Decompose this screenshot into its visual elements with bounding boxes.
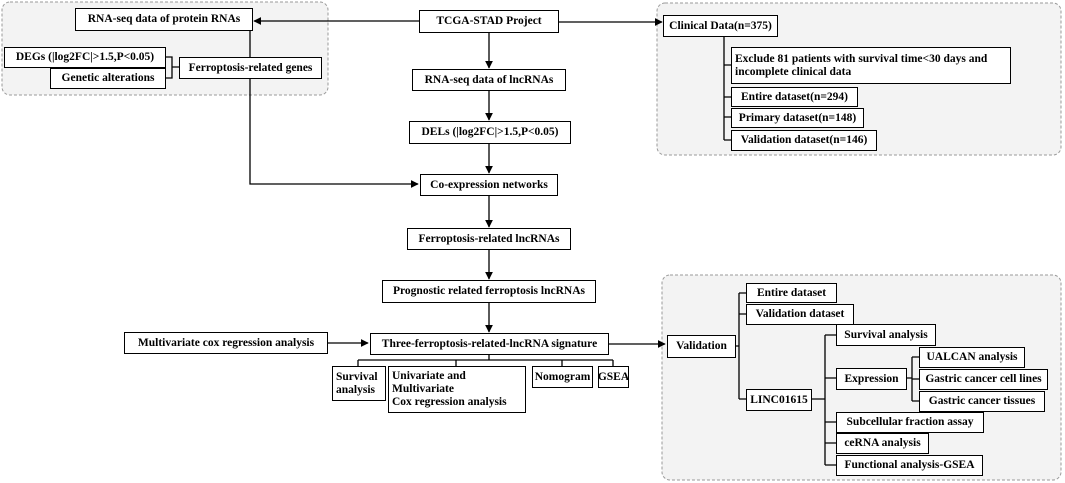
node-label: LINC01615 <box>750 393 808 406</box>
node-label: DELs (|log2FC|>1.5,P<0.05) <box>421 126 559 138</box>
bracket-linc <box>811 334 836 466</box>
node-linc01615: LINC01615 <box>746 389 812 411</box>
node-label: Gastric cancer cell lines <box>925 373 1042 385</box>
node-primary-dataset: Primary dataset(n=148) <box>731 108 864 128</box>
node-label-line: Univariate and <box>392 370 466 382</box>
node-label: Functional analysis-GSEA <box>844 459 975 471</box>
node-ualcan: UALCAN analysis <box>919 347 1025 368</box>
node-lnc-rnaseq: RNA-seq data of lncRNAs <box>412 69 566 91</box>
node-validation-dataset: Validation dataset <box>746 304 854 325</box>
node-cell-lines: Gastric cancer cell lines <box>919 369 1048 390</box>
node-label: Ferroptosis-related genes <box>188 61 313 74</box>
node-label-line: Multivariate <box>392 383 454 395</box>
node-label: GSEA <box>597 370 630 383</box>
bracket-expression <box>906 356 919 402</box>
bracket-signature-analyses <box>357 354 614 366</box>
node-multivariate-cox: Multivariate cox regression analysis <box>124 332 328 354</box>
node-protein-rnaseq: RNA-seq data of protein RNAs <box>75 8 253 31</box>
node-label: UALCAN analysis <box>926 351 1018 363</box>
node-label-line: Survival <box>336 370 378 383</box>
arrow-genes-to-coexpression <box>249 78 419 188</box>
node-tissues: Gastric cancer tissues <box>919 391 1045 412</box>
node-entire-dataset: Entire dataset <box>746 283 837 303</box>
node-label: TCGA-STAD Project <box>436 15 542 27</box>
node-coexpression: Co-expression networks <box>420 174 558 196</box>
node-label: Expression <box>844 372 899 385</box>
bracket-validation <box>735 292 746 400</box>
node-gsea: GSEA <box>598 366 629 388</box>
node-label: Three-ferroptosis-related-lncRNA signatu… <box>381 337 598 350</box>
node-label: ceRNA analysis <box>844 437 921 449</box>
node-clinical-data: Clinical Data(n=375) <box>663 15 778 37</box>
node-label: Co-expression networks <box>430 178 548 191</box>
node-label: Survival analysis <box>844 328 928 341</box>
node-label: Entire dataset(n=294) <box>741 90 848 103</box>
node-label: RNA-seq data of lncRNAs <box>424 73 554 86</box>
node-label: Genetic alterations <box>61 72 155 84</box>
node-label: Primary dataset(n=148) <box>738 111 857 124</box>
node-label: DEGs (|log2FC|>1.5,P<0.05) <box>15 51 155 63</box>
node-ferroptosis-genes: Ferroptosis-related genes <box>179 57 322 79</box>
node-label: Validation dataset <box>755 308 845 320</box>
node-subcellular: Subcellular fraction assay <box>836 412 984 433</box>
node-label-line: analysis <box>336 383 375 396</box>
bracket-genes <box>165 56 179 79</box>
node-expression: Expression <box>836 368 907 390</box>
node-linc-survival: Survival analysis <box>836 324 936 346</box>
node-ferroptosis-lncrnas: Ferroptosis-related lncRNAs <box>407 228 571 250</box>
node-cerna: ceRNA analysis <box>836 433 929 454</box>
node-label: RNA-seq data of protein RNAs <box>87 13 241 25</box>
node-signature: Three-ferroptosis-related-lncRNA signatu… <box>370 333 609 355</box>
node-label: Prognostic related ferroptosis lncRNAs <box>393 285 585 297</box>
node-label: Clinical Data(n=375) <box>669 19 772 32</box>
node-label-line: Exclude 81 patients with survival time<3… <box>735 52 988 65</box>
node-label: Validation dataset(n=146) <box>740 134 868 146</box>
node-label: Entire dataset <box>756 286 827 299</box>
node-functional-gsea: Functional analysis-GSEA <box>836 455 983 476</box>
node-dels: DELs (|log2FC|>1.5,P<0.05) <box>409 121 571 144</box>
node-label: Multivariate cox regression analysis <box>137 336 315 349</box>
bracket-clinical <box>723 36 731 141</box>
node-tcga-stad: TCGA-STAD Project <box>419 10 559 33</box>
node-validation-dataset-clinical: Validation dataset(n=146) <box>731 130 877 151</box>
node-exclude-patients: Exclude 81 patients with survival time<3… <box>731 47 1011 84</box>
node-entire-dataset-clinical: Entire dataset(n=294) <box>731 87 858 107</box>
node-label: Nomogram <box>534 370 591 383</box>
node-label-line: Cox regression analysis <box>392 396 507 408</box>
node-label: Gastric cancer tissues <box>928 395 1036 407</box>
node-survival-analysis: Survival analysis <box>332 366 386 401</box>
node-validation: Validation <box>667 335 736 358</box>
node-nomogram: Nomogram <box>532 366 593 388</box>
node-label: Validation <box>676 340 727 352</box>
node-label: Ferroptosis-related lncRNAs <box>418 232 560 245</box>
node-cox-regression: Univariate and Multivariate Cox regressi… <box>388 366 526 413</box>
node-degs: DEGs (|log2FC|>1.5,P<0.05) <box>4 47 166 68</box>
node-label-line: incomplete clinical data <box>735 65 852 78</box>
node-genetic-alterations: Genetic alterations <box>50 68 166 89</box>
node-prognostic-lncrnas: Prognostic related ferroptosis lncRNAs <box>382 280 596 303</box>
node-label: Subcellular fraction assay <box>846 416 974 428</box>
